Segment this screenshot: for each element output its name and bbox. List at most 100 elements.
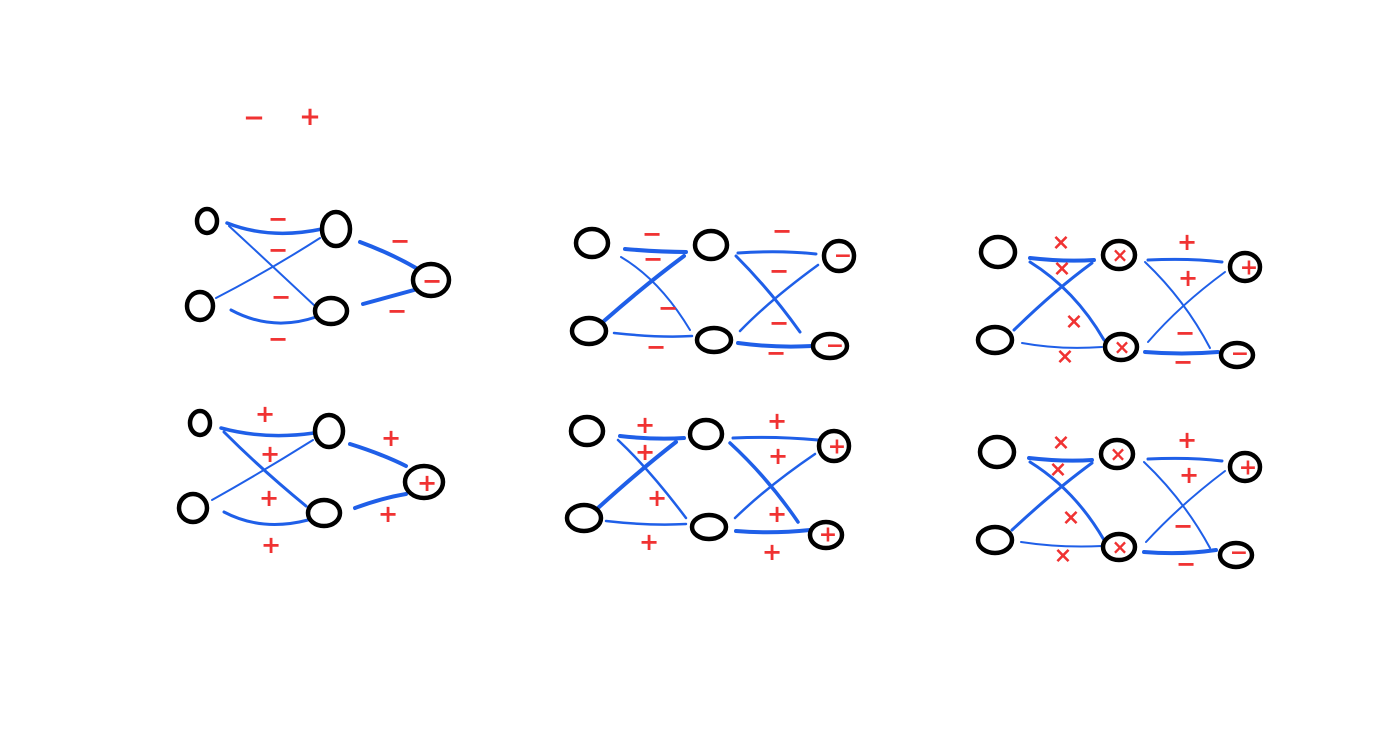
edge-w6 xyxy=(361,288,416,306)
hidden-node xyxy=(305,497,343,529)
output-node xyxy=(1227,250,1263,284)
edge-w8 xyxy=(1143,350,1220,356)
weight-sign: + xyxy=(767,407,787,435)
edge-w2 xyxy=(228,225,317,308)
output-sign: + xyxy=(828,435,846,460)
edge-w4 xyxy=(1020,541,1103,548)
edge-w1 xyxy=(623,247,688,254)
edge-w1 xyxy=(225,221,324,236)
edge-w2 xyxy=(616,438,688,520)
weight-sign: × xyxy=(1053,257,1071,282)
network-3layer-plus: + + + + + + + + + + xyxy=(564,407,852,566)
hidden-node xyxy=(694,325,734,355)
network-2layer-minus: − − − − − − − xyxy=(184,205,452,353)
input-node xyxy=(568,414,606,448)
edge-w6 xyxy=(1143,461,1211,549)
edge-w3 xyxy=(215,237,321,299)
weight-sign: − xyxy=(769,309,789,337)
hidden-sign: × xyxy=(1112,535,1129,559)
weight-sign: − xyxy=(1173,512,1193,540)
input-node xyxy=(978,234,1018,270)
output-node xyxy=(1217,540,1255,570)
edge-w5 xyxy=(358,240,418,270)
output-sign: − xyxy=(834,244,852,269)
weight-sign: + xyxy=(1179,461,1199,489)
edge-w6 xyxy=(728,441,800,524)
weight-sign: + xyxy=(768,442,788,470)
edge-w8 xyxy=(734,528,812,535)
edge-w8 xyxy=(1142,548,1218,556)
weight-sign: + xyxy=(378,500,398,528)
edge-w3 xyxy=(602,254,686,323)
weight-sign: × xyxy=(1052,231,1070,256)
weight-sign: − xyxy=(642,220,662,248)
weight-sign: + xyxy=(647,484,667,512)
output-node xyxy=(816,428,852,464)
input-node xyxy=(569,315,609,347)
output-node xyxy=(810,331,850,361)
weight-sign: − xyxy=(1173,348,1193,376)
hidden-node xyxy=(1098,437,1136,471)
output-sign: + xyxy=(819,523,837,548)
hidden-node xyxy=(1100,238,1138,272)
weight-sign: × xyxy=(1054,544,1072,569)
edge-w3 xyxy=(1010,461,1094,532)
hidden-node xyxy=(692,228,730,262)
edge-w5 xyxy=(348,442,408,468)
weight-sign: + xyxy=(1177,426,1197,454)
output-sign: − xyxy=(1230,541,1248,566)
output-node xyxy=(1218,340,1256,370)
edge-w4 xyxy=(612,331,694,338)
weight-sign: + xyxy=(635,411,655,439)
output-node xyxy=(807,519,845,551)
hidden-node xyxy=(689,512,729,542)
output-node xyxy=(410,261,452,299)
output-sign: − xyxy=(422,267,442,295)
weight-sign: − xyxy=(387,297,407,325)
edge-w2 xyxy=(620,256,691,331)
weight-sign: + xyxy=(639,528,659,556)
output-node xyxy=(402,463,446,501)
edge-w5 xyxy=(731,435,820,442)
network-3layer-minus: − − − − − − − − − − xyxy=(569,217,857,367)
network-2layer-plus: + + + + + + + xyxy=(176,400,446,559)
output-node xyxy=(1227,450,1263,484)
edge-w4 xyxy=(229,308,318,325)
edge-w7 xyxy=(1145,470,1226,543)
edge-w2 xyxy=(1028,260,1106,342)
edge-w4 xyxy=(1021,342,1103,349)
legend-plus: + xyxy=(299,102,321,132)
edge-w6 xyxy=(353,492,408,510)
edge-w6 xyxy=(1144,261,1211,349)
edge-w1 xyxy=(618,434,686,441)
weight-sign: − xyxy=(268,236,288,264)
weight-sign: − xyxy=(769,257,789,285)
hidden-node xyxy=(687,417,725,451)
input-node xyxy=(184,289,216,323)
hidden-node xyxy=(312,412,346,450)
weight-sign: + xyxy=(767,500,787,528)
edge-w3 xyxy=(1012,261,1094,332)
output-sign: + xyxy=(1239,456,1257,481)
input-node xyxy=(176,491,210,525)
weight-sign: + xyxy=(259,484,279,512)
weight-sign: − xyxy=(646,333,666,361)
output-sign: + xyxy=(417,469,437,497)
input-node xyxy=(975,324,1015,356)
edge-w5 xyxy=(1146,257,1224,264)
input-node xyxy=(187,408,213,438)
edge-w5 xyxy=(1146,456,1224,463)
weight-sign: − xyxy=(268,325,288,353)
weight-sign: − xyxy=(1175,319,1195,347)
weight-sign: − xyxy=(658,294,678,322)
weight-sign: + xyxy=(1177,228,1197,256)
legend: − + xyxy=(243,102,321,133)
weight-sign: × xyxy=(1056,345,1074,370)
weight-sign: + xyxy=(255,400,275,428)
weight-sign: + xyxy=(261,531,281,559)
hidden-node xyxy=(1102,331,1140,363)
hidden-sign: × xyxy=(1114,335,1131,359)
edge-w7 xyxy=(738,263,820,333)
edge-w1 xyxy=(1028,256,1096,263)
input-node xyxy=(573,226,611,260)
